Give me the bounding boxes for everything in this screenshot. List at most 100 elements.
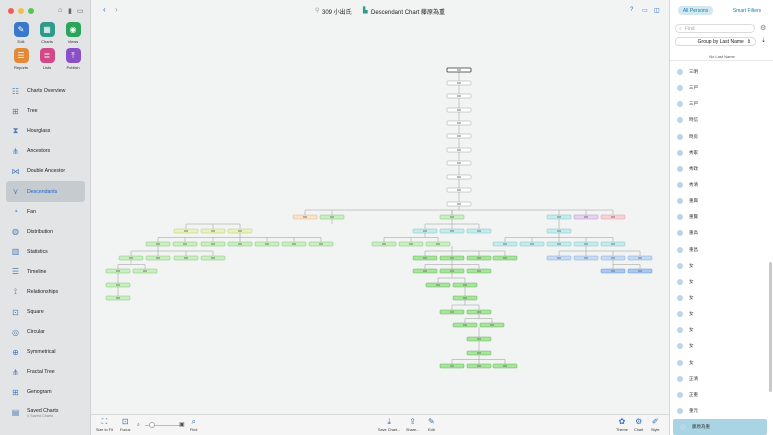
person-name: 三戸	[689, 85, 698, 91]
size-to-fit-button[interactable]: ⛶Size to Fit	[96, 417, 113, 432]
connector-lines	[117, 72, 641, 364]
sidebar-item-double-ancestor[interactable]: ⋈Double Ancestor	[6, 161, 85, 181]
person-row[interactable]: 藤原為重	[673, 419, 767, 435]
person-name: 秀家	[689, 149, 698, 155]
sidebar-item-relationships[interactable]: ⟟Relationships	[6, 282, 85, 302]
lists-button[interactable]: ≣Lists	[34, 48, 60, 70]
size-to-fit-icon: ⛶	[101, 417, 108, 426]
section-header: No Last Name	[670, 52, 773, 61]
style-button[interactable]: ✐Style	[651, 417, 660, 432]
person-row[interactable]: 三戸	[670, 96, 767, 112]
close-window-button[interactable]	[8, 8, 14, 14]
chart-button[interactable]: ⚙Chart	[634, 417, 644, 432]
person-row[interactable]: 重高	[670, 225, 767, 241]
sidebar-item-fractal-tree[interactable]: ⋔Fractal Tree	[6, 362, 85, 382]
person-box-text	[457, 203, 461, 205]
sort-icon[interactable]: ⇣	[761, 38, 767, 44]
forward-button[interactable]: ›	[115, 5, 118, 14]
zoom-out-icon[interactable]: ⌕	[137, 422, 140, 428]
sidebar-item-label: Fractal Tree	[27, 369, 55, 376]
person-row[interactable]: 三戸	[670, 80, 767, 96]
edit-button[interactable]: ✎Edit	[428, 417, 435, 432]
person-name: 時房	[689, 133, 698, 139]
sidebar-item-square[interactable]: ⊡Square	[6, 302, 85, 322]
person-row[interactable]: 女	[670, 355, 767, 371]
person-row[interactable]: 時房	[670, 129, 767, 145]
sidebar-item-fan[interactable]: ◔Fan	[6, 202, 85, 222]
find-input[interactable]: ⌕Find	[675, 24, 755, 33]
publish-button[interactable]: ⤒Publish	[60, 48, 86, 70]
person-row[interactable]: 秀清	[670, 177, 767, 193]
tab-all-persons[interactable]: All Persons	[678, 6, 713, 15]
person-box-text	[457, 95, 461, 97]
split-view-icon[interactable]: ◫	[654, 8, 660, 14]
sidebar-item-tree[interactable]: ⊞Tree	[6, 101, 85, 121]
sidebar-item-distribution[interactable]: ◍Distribution	[6, 222, 85, 242]
person-box-text	[457, 176, 461, 178]
person-row[interactable]: 時信	[670, 112, 767, 128]
person-box-text	[116, 270, 120, 272]
sidebar-item-charts-overview[interactable]: ☷Charts Overview	[6, 81, 85, 101]
window-icon[interactable]: ▭	[642, 8, 648, 14]
person-row[interactable]: 重昌	[670, 242, 767, 258]
scrollbar[interactable]	[769, 262, 772, 392]
person-box-text	[477, 270, 481, 272]
person-avatar-icon	[677, 262, 683, 269]
zoom-slider[interactable]	[145, 422, 180, 428]
share-button[interactable]: ⇪Share...	[406, 417, 420, 432]
sidebar-item-ancestors[interactable]: ⋔Ancestors	[6, 141, 85, 161]
bookmark-icon[interactable]: ▮	[68, 8, 72, 15]
minimize-window-button[interactable]	[18, 8, 24, 14]
person-row[interactable]: 重興	[670, 193, 767, 209]
person-box-text	[477, 230, 481, 232]
back-button[interactable]: ‹	[103, 5, 106, 14]
find-button[interactable]: ⌕Find	[190, 417, 198, 432]
person-row[interactable]: 重元	[670, 403, 767, 419]
zoom-slider-thumb[interactable]	[149, 422, 155, 428]
person-box-text	[184, 257, 188, 259]
sidebar-toggle-icon[interactable]: ▭	[77, 8, 84, 15]
person-row[interactable]: 秀家	[670, 145, 767, 161]
zoom-window-button[interactable]	[28, 8, 34, 14]
tab-smart-filters[interactable]: Smart Filters	[732, 7, 762, 14]
settings-gear-icon[interactable]: ⚙	[760, 25, 767, 32]
focus-button[interactable]: ⊡Focus	[120, 417, 131, 432]
person-name: 女	[689, 311, 694, 317]
person-row[interactable]: 正重	[670, 387, 767, 403]
tag-icon[interactable]: ⌂	[58, 7, 63, 14]
save-chart-button[interactable]: ⤓Save Chart...	[378, 417, 401, 432]
person-row[interactable]: 女	[670, 322, 767, 338]
descendants-icon: ⋎	[12, 187, 19, 197]
theme-button[interactable]: ✿Theme	[616, 417, 628, 432]
sidebar-item-hourglass[interactable]: ⧗Hourglass	[6, 121, 85, 141]
person-row[interactable]: 三明	[670, 64, 767, 80]
group-by-select[interactable]: Group by Last Name⇕	[675, 37, 756, 46]
sidebar-item-timeline[interactable]: ☰Timeline	[6, 262, 85, 282]
distribution-icon: ◍	[12, 227, 19, 237]
sidebar-item-circular[interactable]: ◎Circular	[6, 322, 85, 342]
person-box-text	[611, 270, 615, 272]
person-row[interactable]: 女	[670, 306, 767, 322]
person-row[interactable]: 女	[670, 274, 767, 290]
edit-button[interactable]: ✎Edit	[8, 22, 34, 44]
person-row[interactable]: 女	[670, 258, 767, 274]
person-box-text	[477, 352, 481, 354]
zoom-in-icon[interactable]: ▣	[179, 422, 185, 428]
person-row[interactable]: 正清	[670, 371, 767, 387]
views-button[interactable]: ◉Views	[60, 22, 86, 44]
person-box-text	[409, 243, 413, 245]
sidebar-item-symmetrical[interactable]: ⊕Symmetrical	[6, 342, 85, 362]
person-row[interactable]: 秀政	[670, 161, 767, 177]
circular-icon: ◎	[12, 327, 19, 337]
charts-button[interactable]: ▦Charts	[34, 22, 60, 44]
sidebar-item-genogram[interactable]: ⊞Genogram	[6, 382, 85, 402]
person-row[interactable]: 女	[670, 338, 767, 354]
person-row[interactable]: 重賢	[670, 209, 767, 225]
sidebar-item-statistics[interactable]: ▥Statistics	[6, 242, 85, 262]
help-icon[interactable]: ?	[630, 7, 634, 13]
reports-button[interactable]: ☰Reports	[8, 48, 34, 70]
person-row[interactable]: 女	[670, 290, 767, 306]
sidebar-item-descendants[interactable]: ⋎Descendants	[6, 181, 85, 202]
descendant-chart-canvas[interactable]	[91, 22, 669, 414]
